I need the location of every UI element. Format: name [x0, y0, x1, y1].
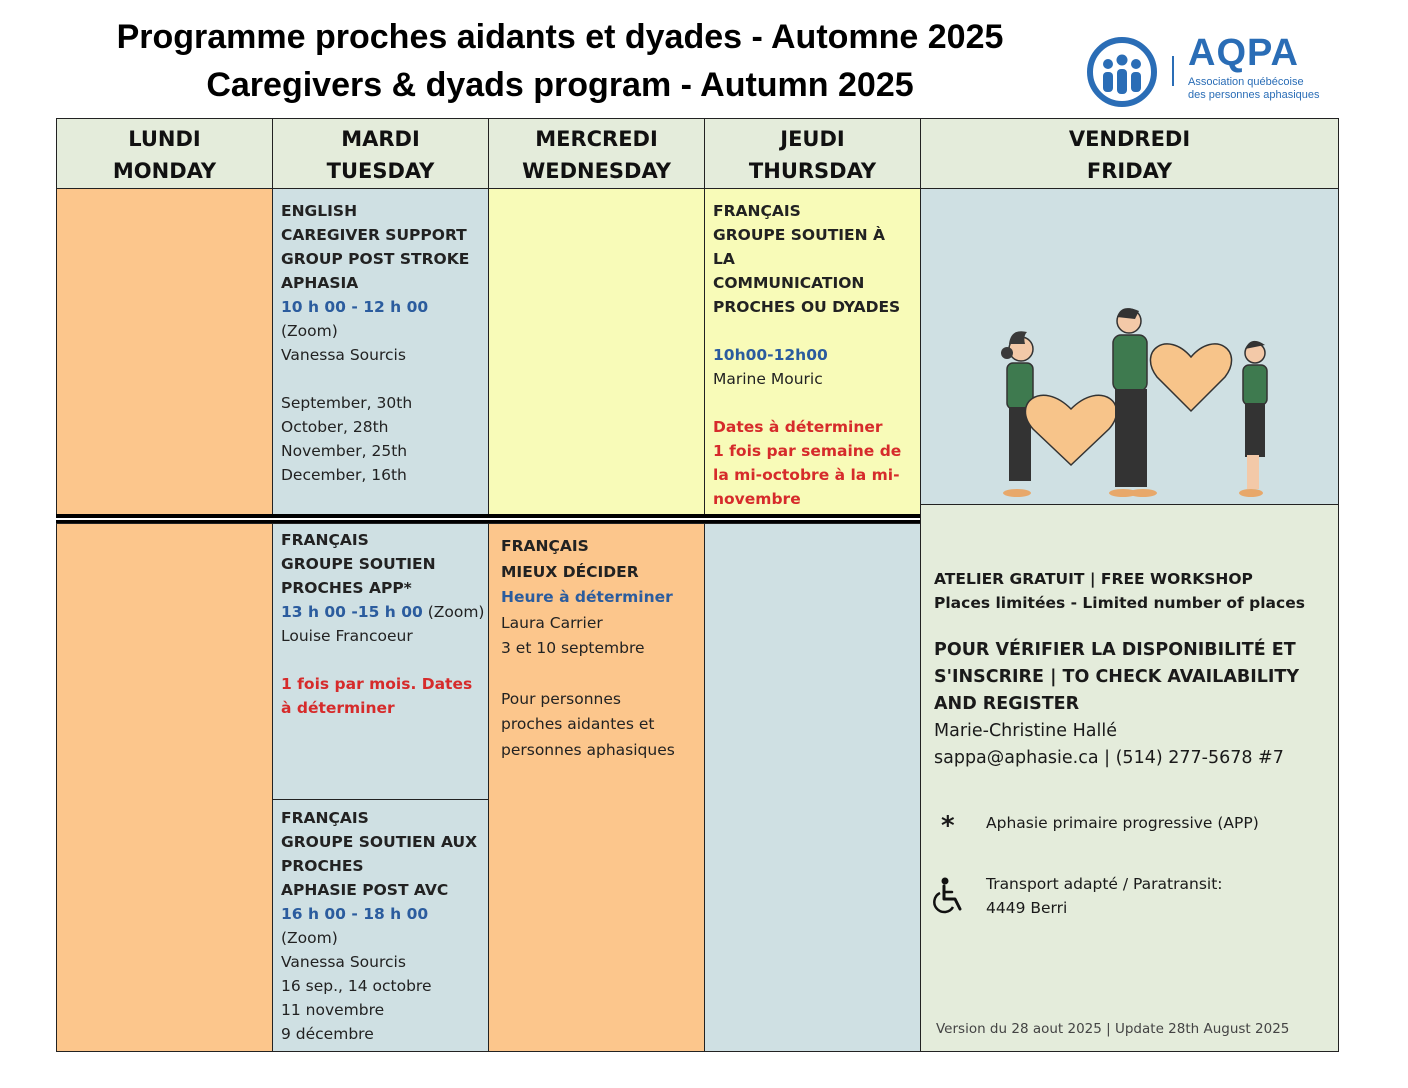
tue-avc-line-3: PROCHES: [281, 857, 364, 875]
friday-workshop: ATELIER GRATUIT | FREE WORKSHOP: [934, 570, 1253, 588]
thu-facilitator: Marine Mouric: [713, 370, 823, 388]
tue-app-mode: (Zoom): [427, 603, 485, 621]
header-tuesday: MARDI TUESDAY: [272, 118, 489, 189]
friday-transport-2: 4449 Berri: [986, 899, 1068, 917]
header-thursday-fr: JEUDI: [780, 127, 845, 151]
header-tuesday-fr: MARDI: [341, 127, 420, 151]
tue-app-line-1: FRANÇAIS: [281, 531, 369, 549]
logo-wordmark: AQPA: [1188, 32, 1299, 74]
tue-avc-line-1: FRANÇAIS: [281, 809, 369, 827]
tue-en-date-2: October, 28th: [281, 418, 389, 436]
thu-line-3: COMMUNICATION: [713, 274, 865, 292]
friday-contact-info[interactable]: sappa@aphasie.ca | (514) 277-5678 #7: [934, 748, 1284, 768]
header-thursday: JEUDI THURSDAY: [704, 118, 921, 189]
header-tuesday-en: TUESDAY: [326, 159, 435, 183]
friday-places: Places limitées - Limited number of plac…: [934, 594, 1305, 612]
wed-dates: 3 et 10 septembre: [501, 639, 645, 657]
friday-register-2: S'INSCRIRE | TO CHECK AVAILABILITY: [934, 667, 1299, 687]
header-wednesday: MERCREDI WEDNESDAY: [488, 118, 705, 189]
header-wednesday-fr: MERCREDI: [535, 127, 658, 151]
wednesday-slot-1: [488, 188, 705, 517]
friday-transport-1: Transport adapté / Paratransit:: [986, 875, 1223, 893]
thu-line-2: GROUPE SOUTIEN À LA: [713, 226, 885, 268]
header-monday-en: MONDAY: [112, 159, 217, 183]
row-separator-top: [56, 514, 921, 518]
monday-slot-1: [56, 188, 273, 517]
header-wednesday-en: WEDNESDAY: [522, 159, 671, 183]
tue-app-notice-2: à déterminer: [281, 699, 395, 717]
tue-en-line-4: APHASIA: [281, 274, 359, 292]
wed-audience-2: proches aidantes et: [501, 715, 655, 733]
header-monday-fr: LUNDI: [128, 127, 201, 151]
friday-contact-name: Marie-Christine Hallé: [934, 721, 1117, 741]
tue-avc-time: 16 h 00 - 18 h 00: [281, 905, 429, 923]
tue-avc-date-2: 11 novembre: [281, 1001, 385, 1019]
friday-register-1: POUR VÉRIFIER LA DISPONIBILITÉ ET: [934, 640, 1296, 660]
tue-en-line-1: ENGLISH: [281, 202, 358, 220]
tue-en-line-3: GROUP POST STROKE: [281, 250, 470, 268]
tue-avc-facilitator: Vanessa Sourcis: [281, 953, 406, 971]
header-friday-en: FRIDAY: [1086, 159, 1173, 183]
friday-app-note: Aphasie primaire progressive (APP): [986, 814, 1259, 832]
wed-line-1: FRANÇAIS: [501, 537, 589, 555]
header-monday: LUNDI MONDAY: [56, 118, 273, 189]
tue-avc-mode: (Zoom): [281, 929, 338, 947]
tue-app-time: 13 h 00 -15 h 00: [281, 603, 423, 621]
tuesday-app-group: FRANÇAIS GROUPE SOUTIEN PROCHES APP* 13 …: [272, 523, 489, 800]
tuesday-english-group: ENGLISH CAREGIVER SUPPORT GROUP POST STR…: [272, 188, 489, 517]
page-title-fr: Programme proches aidants et dyades - Au…: [116, 18, 1004, 56]
tuesday-avc-group: FRANÇAIS GROUPE SOUTIEN AUX PROCHES APHA…: [272, 799, 489, 1052]
row-separator-bottom: [56, 520, 921, 523]
thu-notice-4: novembre: [713, 490, 801, 508]
tue-en-mode: (Zoom): [281, 322, 338, 340]
tue-avc-date-1: 16 sep., 14 octobre: [281, 977, 432, 995]
thu-line-1: FRANÇAIS: [713, 202, 801, 220]
header-friday: VENDREDI FRIDAY: [920, 118, 1339, 189]
wednesday-mieux-decider: FRANÇAIS MIEUX DÉCIDER Heure à détermine…: [488, 523, 705, 1052]
people-holding-hearts-illustration: [1001, 308, 1268, 497]
thu-time: 10h00-12h00: [713, 346, 828, 364]
header-friday-fr: VENDREDI: [1068, 127, 1191, 151]
page-title-en: Caregivers & dyads program - Autumn 2025: [206, 66, 914, 104]
friday-illustration-cell: [920, 188, 1339, 505]
tue-app-line-2: GROUPE SOUTIEN: [281, 555, 436, 573]
wed-audience-3: personnes aphasiques: [501, 740, 675, 759]
friday-register-3: AND REGISTER: [934, 694, 1080, 714]
tue-en-date-3: November, 25th: [281, 442, 408, 460]
aqpa-logo-icon: [1087, 37, 1157, 107]
tue-en-date-1: September, 30th: [281, 394, 413, 412]
wed-line-2: MIEUX DÉCIDER: [501, 562, 639, 581]
asterisk-icon: *: [941, 811, 955, 841]
tue-app-line-3: PROCHES APP*: [281, 579, 412, 597]
friday-info-cell: ATELIER GRATUIT | FREE WORKSHOP Places l…: [920, 504, 1339, 1052]
tue-app-notice-1: 1 fois par mois. Dates: [281, 675, 473, 693]
tue-en-line-2: CAREGIVER SUPPORT: [281, 226, 467, 244]
thursday-communication-group: FRANÇAIS GROUPE SOUTIEN À LA COMMUNICATI…: [704, 188, 921, 517]
wed-time: Heure à déterminer: [501, 588, 673, 606]
monday-slot-2: [56, 523, 273, 1052]
tue-en-facilitator: Vanessa Sourcis: [281, 346, 406, 364]
wed-facilitator: Laura Carrier: [501, 613, 603, 632]
logo-subtitle-line-1: Association québécoise: [1188, 76, 1304, 88]
thu-notice-3: la mi-octobre à la mi-: [713, 466, 900, 484]
logo-divider: [1172, 56, 1174, 86]
thu-notice-1: Dates à déterminer: [713, 418, 883, 436]
aqpa-logo: AQPA Association québécoise des personne…: [1086, 32, 1336, 110]
header-thursday-en: THURSDAY: [748, 159, 877, 183]
logo-subtitle: Association québécoise des personnes aph…: [1188, 76, 1319, 102]
tue-avc-line-2: GROUPE SOUTIEN AUX: [281, 833, 478, 851]
wheelchair-icon: [933, 877, 962, 914]
tue-en-time: 10 h 00 - 12 h 00: [281, 298, 429, 316]
tue-avc-line-4: APHASIE POST AVC: [281, 881, 449, 899]
friday-version: Version du 28 aout 2025 | Update 28th Au…: [936, 1021, 1290, 1037]
logo-subtitle-line-2: des personnes aphasiques: [1188, 89, 1320, 101]
wed-audience-1: Pour personnes: [501, 689, 621, 708]
tue-en-date-4: December, 16th: [281, 466, 407, 484]
thu-line-4: PROCHES OU DYADES: [713, 298, 901, 316]
tue-app-facilitator: Louise Francoeur: [281, 627, 413, 645]
thu-notice-2: 1 fois par semaine de: [713, 442, 902, 460]
tue-avc-date-3: 9 décembre: [281, 1025, 374, 1043]
thursday-slot-2: [704, 523, 921, 1052]
